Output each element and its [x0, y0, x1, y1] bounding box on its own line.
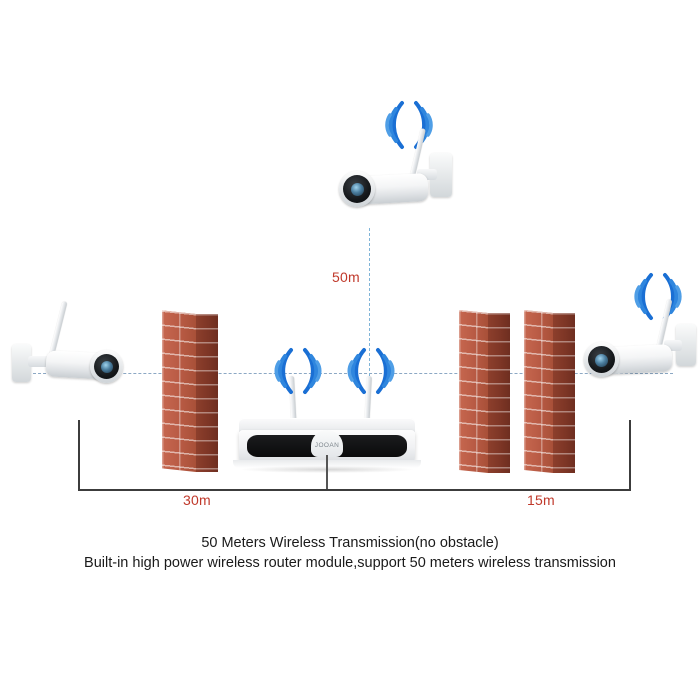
- wall-side-face: [196, 314, 218, 472]
- camera-lens: [351, 183, 364, 196]
- camera-arm: [417, 169, 437, 180]
- distance-label-left: 30m: [183, 492, 211, 508]
- nvr-logo-bump: [311, 430, 343, 457]
- bracket-tick-right: [629, 420, 631, 490]
- wall-side-face: [553, 313, 575, 473]
- vertical-guide-line: [369, 228, 370, 376]
- nvr-brand-logo: JOOAN: [314, 442, 340, 449]
- wifi-signal-icon: [634, 273, 682, 320]
- camera-right: [578, 268, 698, 396]
- nvr-router: JOOAN: [233, 375, 427, 476]
- distance-label-right: 15m: [527, 492, 555, 508]
- caption-line-1: 50 Meters Wireless Transmission(no obsta…: [201, 535, 499, 551]
- camera-top: [335, 95, 455, 230]
- camera-arm: [28, 356, 50, 367]
- camera-arm: [664, 340, 682, 351]
- wall-front-face: [162, 310, 196, 472]
- camera-left: [8, 296, 133, 392]
- wall-front-face: [524, 309, 553, 473]
- camera-mount-plate: [430, 153, 452, 197]
- bracket-tick-left: [78, 420, 80, 490]
- wall-right-outer: [524, 309, 575, 473]
- camera-mount-plate: [12, 344, 31, 382]
- wall-side-face: [488, 313, 510, 473]
- wall-left: [162, 310, 218, 472]
- nvr-top-surface: [239, 418, 415, 432]
- camera-mount-plate: [676, 324, 696, 366]
- camera-lens: [101, 361, 113, 373]
- camera-antenna: [49, 301, 68, 357]
- bracket-tick-center: [326, 455, 328, 490]
- wall-right-inner: [459, 309, 510, 473]
- bracket-baseline: [78, 489, 631, 491]
- caption-line-2: Built-in high power wireless router modu…: [84, 555, 616, 571]
- wifi-signal-icon-nvr-right: [347, 348, 395, 394]
- camera-lens: [595, 354, 608, 367]
- wifi-signal-icon-nvr-left: [274, 348, 322, 394]
- wifi-signal-icon: [385, 101, 433, 149]
- wall-front-face: [459, 309, 488, 473]
- distance-label-vertical: 50m: [332, 269, 360, 285]
